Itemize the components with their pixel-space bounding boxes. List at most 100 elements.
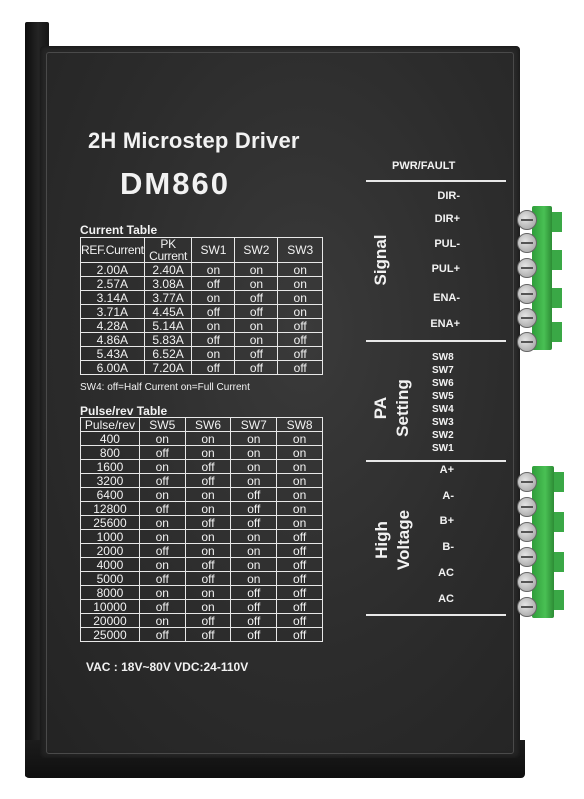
table-cell: on (138, 585, 186, 600)
dip-switch-label: SW4 (432, 404, 454, 415)
column-header: SW1 (191, 237, 236, 263)
table-cell: on (184, 543, 232, 558)
terminal-screw-icon (517, 522, 537, 542)
pa-setting-label-line1: PA (371, 396, 390, 420)
table-cell: on (276, 445, 323, 460)
table-cell: 20000 (80, 613, 140, 628)
table-cell: on (230, 445, 278, 460)
column-header: SW7 (230, 417, 278, 432)
table-cell: off (277, 332, 323, 347)
product-title: 2H Microstep Driver (88, 128, 300, 153)
pulse-table-heading: Pulse/rev Table (80, 404, 168, 418)
table-cell: off (184, 571, 232, 586)
column-header: PK Current (143, 237, 193, 263)
terminal-tooth (552, 212, 562, 232)
terminal-screw-icon (517, 547, 537, 567)
table-cell: on (234, 332, 279, 347)
divider-line (366, 460, 506, 462)
table-cell: 12800 (80, 501, 140, 516)
table-cell: off (277, 346, 323, 361)
table-cell: off (230, 515, 278, 530)
power-pin-label: B+ (439, 515, 454, 527)
table-cell: 5.43A (80, 346, 145, 361)
voltage-rating: VAC : 18V~80V VDC:24-110V (86, 660, 249, 674)
terminal-screw-icon (517, 597, 537, 617)
table-cell: off (184, 473, 232, 488)
table-cell: 3.71A (80, 304, 145, 319)
terminal-screw-icon (517, 332, 537, 352)
table-cell: on (230, 431, 278, 446)
table-cell: on (138, 557, 186, 572)
signal-pin-label: DIR+ (434, 213, 460, 225)
pulse-table-header: Pulse/rev SW5 SW6 SW7 SW8 (80, 417, 323, 432)
table-cell: on (138, 613, 186, 628)
table-cell: off (276, 627, 323, 642)
terminal-tooth (554, 472, 564, 492)
table-cell: off (276, 557, 323, 572)
terminal-tooth (554, 590, 564, 610)
dip-switch-label: SW7 (432, 365, 454, 376)
table-cell: 3.77A (143, 290, 193, 305)
table-cell: 800 (80, 445, 140, 460)
power-pin-label: B- (442, 541, 454, 553)
table-cell: on (184, 445, 232, 460)
table-cell: off (138, 543, 186, 558)
signal-pin-label: DIR- (437, 190, 460, 202)
divider-line (366, 180, 506, 182)
power-terminal-block (532, 466, 554, 618)
table-cell: 6400 (80, 487, 140, 502)
table-cell: on (184, 487, 232, 502)
table-cell: off (191, 276, 236, 291)
table-cell: on (234, 262, 279, 277)
table-cell: on (138, 431, 186, 446)
table-cell: 3.08A (143, 276, 193, 291)
table-cell: on (184, 529, 232, 544)
table-cell: 2.00A (80, 262, 145, 277)
column-header: SW6 (184, 417, 232, 432)
table-cell: off (138, 599, 186, 614)
table-cell: 1600 (80, 459, 140, 474)
table-cell: off (138, 445, 186, 460)
current-table-heading: Current Table (80, 223, 158, 237)
table-cell: off (191, 332, 236, 347)
signal-section-label: Signal (371, 234, 390, 286)
power-pin-label: AC (438, 593, 454, 605)
table-cell: off (138, 571, 186, 586)
table-cell: 4.28A (80, 318, 145, 333)
table-cell: on (234, 276, 279, 291)
table-cell: on (138, 515, 186, 530)
terminal-tooth (552, 250, 562, 270)
table-cell: 4000 (80, 557, 140, 572)
column-header: REF.Current (80, 237, 145, 263)
table-cell: on (276, 473, 323, 488)
table-cell: on (184, 585, 232, 600)
terminal-tooth (552, 288, 562, 308)
table-cell: off (277, 318, 323, 333)
signal-terminal-block (532, 206, 552, 350)
table-cell: on (277, 276, 323, 291)
table-cell: off (276, 613, 323, 628)
table-cell: 7.20A (143, 360, 193, 375)
dip-switch-label: SW6 (432, 378, 454, 389)
table-cell: on (138, 529, 186, 544)
signal-pin-label: ENA+ (430, 318, 460, 330)
table-cell: off (276, 599, 323, 614)
terminal-tooth (554, 552, 564, 572)
table-cell: off (230, 501, 278, 516)
table-cell: off (276, 543, 323, 558)
table-cell: on (277, 304, 323, 319)
table-cell: on (191, 262, 236, 277)
panel-border (46, 52, 514, 754)
